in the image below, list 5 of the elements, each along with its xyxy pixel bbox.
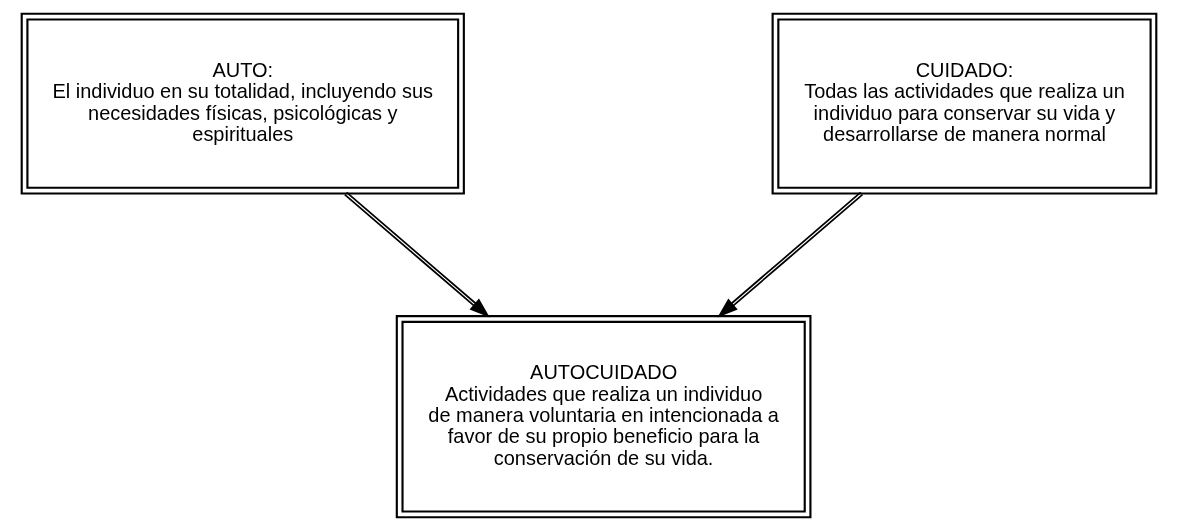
- arrow: [343, 191, 490, 318]
- arrow: [717, 191, 864, 318]
- node-box: CUIDADO: Todas las actividades que realiza un individuo para conservar su vida y desarrollarse de manera normal: [771, 12, 1158, 195]
- node-box: AUTOCUIDADO Actividades que realiza un individuo de manera voluntaria en intencionada a favor de su propio beneficio para la conservación de su vida.: [395, 315, 812, 519]
- node-box: AUTO: El individuo en su totalidad, incluyendo sus necesidades físicas, psicológicas y espirituales: [20, 12, 465, 195]
